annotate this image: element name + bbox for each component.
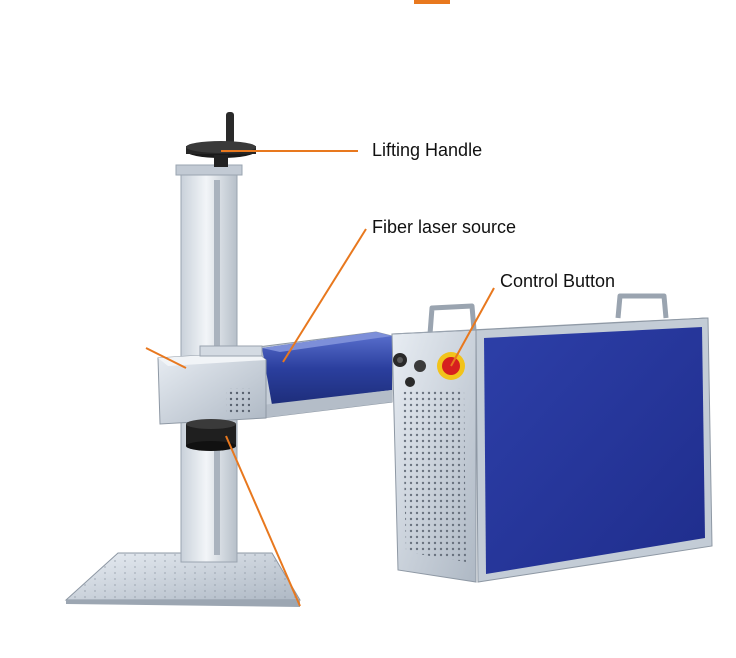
leader-lines [145,150,495,607]
top-accent-bar [414,0,450,4]
control-cabinet [391,293,713,583]
leader-control-button [450,287,495,367]
fiber-laser-source [249,331,393,419]
callout-fiber-laser-source: Fiber laser source [372,217,517,237]
galvo-scan-head [157,345,267,425]
callout-lifting-handle: Lifting Handle [372,140,483,160]
leader-fiber-laser [282,228,367,363]
field-lens [186,419,236,451]
leader-scan-head [145,347,187,369]
key-switch [405,360,426,387]
lifting-handle [186,112,256,167]
worktable [64,552,301,607]
callout-control-button: Control Button [500,271,616,291]
power-switch [393,353,407,367]
leader-field-lens [225,435,301,607]
